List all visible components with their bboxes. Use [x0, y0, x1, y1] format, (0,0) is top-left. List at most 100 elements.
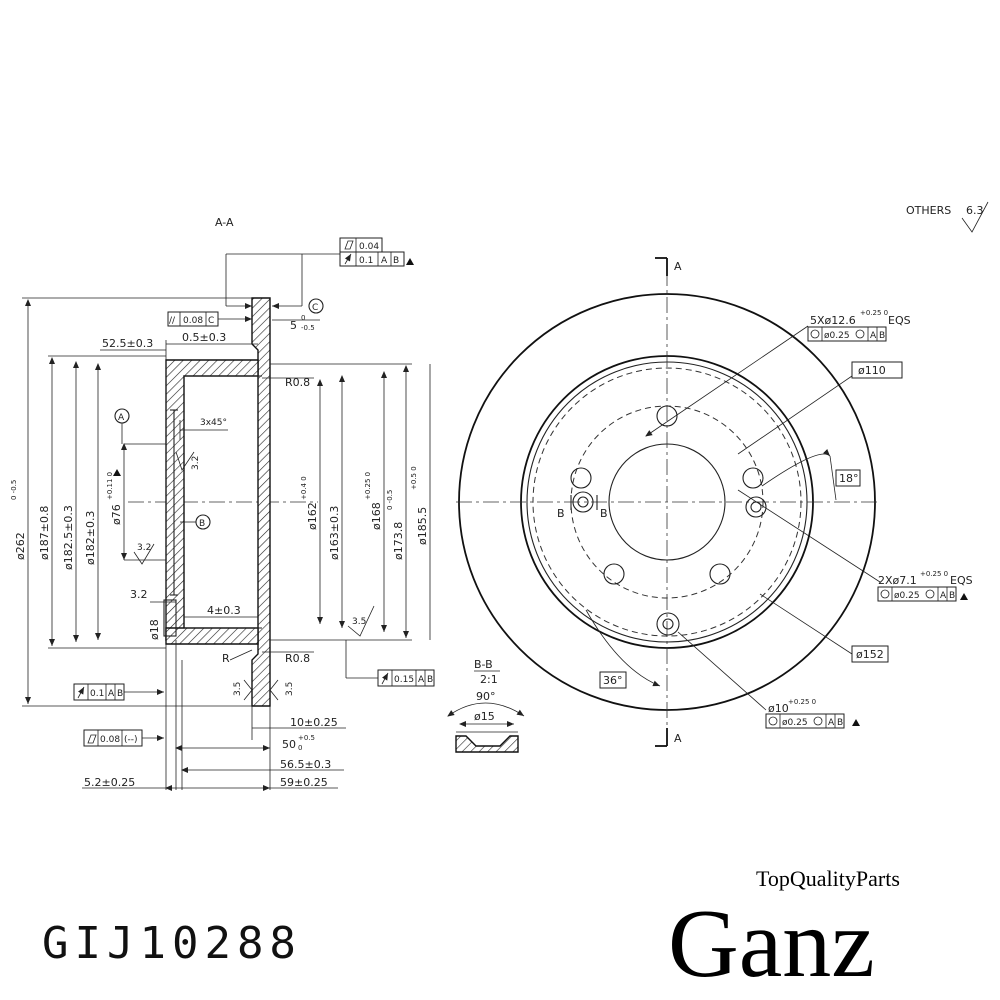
lug-hole: [656, 405, 678, 427]
hat-bottom-section: [165, 627, 259, 645]
brand-logo: Ganz: [668, 890, 875, 998]
surface-3-2-label: 3.2: [191, 456, 201, 470]
leader: [677, 631, 767, 711]
dia-185-5-tol: +0.5 0: [410, 466, 418, 490]
fcf-runout-low-value: 0.1: [90, 689, 104, 699]
critical-triangle: [113, 469, 121, 476]
fcf-runout-top-ref2: B: [393, 256, 399, 266]
position-icon: [810, 329, 820, 339]
surface-symbol: [133, 543, 155, 565]
surface-symbol: [243, 679, 253, 701]
lug-hole: [603, 563, 625, 585]
brand-tagline: TopQualityParts: [756, 866, 900, 891]
lug-hole: [709, 563, 731, 585]
datum-a-label: A: [118, 413, 125, 423]
surface-note: OTHERS 6.3: [906, 201, 989, 233]
dim-5-2-label: 5.2±0.25: [84, 776, 135, 789]
lug-holes: [570, 405, 764, 585]
dia-182-5-label: ø182.5±0.3: [62, 505, 75, 570]
r08-top-label: R0.8: [285, 376, 310, 389]
part-number: GIJ10288: [42, 918, 302, 969]
holes5-label: 5Xø12.6: [810, 314, 856, 327]
flatness-icon: [344, 240, 354, 250]
mmc-icon: [925, 589, 935, 599]
leader: [829, 455, 837, 501]
angle-18-box: [835, 469, 861, 487]
holes5-eqs: EQS: [888, 314, 911, 327]
dia-173-8-tol: 0 -0.5: [386, 490, 394, 510]
position-icon: [768, 716, 778, 726]
dowel-hole: [656, 612, 680, 636]
dia-18-label: ø18: [148, 619, 161, 640]
dia-162-tol: +0.4 0: [300, 476, 308, 500]
fcf-holes2: [877, 586, 957, 602]
holes2-label: 2Xø7.1: [878, 574, 917, 587]
dim-5-tol-low: -0.5: [301, 324, 315, 332]
dia-262-tol: 0 -0.5: [10, 480, 18, 500]
friction-ring-section: [251, 297, 271, 707]
datum-c-bubble: [308, 298, 324, 314]
dia-185-5-label: ø185.5: [416, 507, 429, 545]
angle-18-label: 18°: [839, 472, 859, 485]
dia-168-label: ø168: [370, 502, 383, 530]
detail-title: B-B: [474, 658, 493, 671]
runout-icon: [381, 672, 389, 685]
hat-wall-section: [165, 359, 259, 641]
surface-symbol: [175, 451, 195, 471]
pcd-110-box: [851, 361, 903, 379]
surface-note-text: OTHERS: [906, 204, 951, 217]
fcf-runout-right-ref: A: [418, 675, 425, 685]
dim-52-5-label: 52.5±0.3: [102, 337, 153, 350]
leader: [759, 593, 853, 655]
r08-bottom-label: R0.8: [285, 652, 310, 665]
dia-182-label: ø182±0.3: [84, 511, 97, 565]
bolt-hole-section: [163, 599, 177, 637]
dim-50-label: 50: [282, 738, 296, 751]
mmc-icon: [813, 716, 823, 726]
leader: [737, 375, 853, 455]
surface-symbol: [961, 201, 989, 233]
runout-icon: [344, 253, 352, 265]
chamfer-label: 3x45°: [200, 418, 227, 428]
surface-3-5-a-label: 3.5: [352, 617, 366, 627]
pcd-152-label: ø152: [856, 648, 884, 661]
pcd-152-box: [851, 645, 889, 663]
dim-10-label: 10±0.25: [290, 716, 338, 729]
fcf-runout-top-value: 0.1: [359, 256, 373, 266]
lug-hole: [570, 467, 592, 489]
section-title: A-A: [215, 216, 234, 229]
r-label: R: [222, 652, 230, 665]
angle-36-box: [599, 671, 627, 689]
dia-187-label: ø187±0.8: [38, 506, 51, 560]
angle-arc: [761, 448, 831, 487]
dia-168-tol: +0.25 0: [364, 472, 372, 500]
dia-173-8-label: ø173.8: [392, 522, 405, 560]
dim-5-label: 5: [290, 319, 297, 332]
fcf-flatness-value: 0.04: [359, 242, 379, 252]
holes5-tol: +0.25 0: [860, 309, 888, 317]
datum-b-label: B: [199, 519, 205, 529]
section-view: A-A: [10, 216, 435, 791]
critical-triangle: [406, 258, 414, 265]
holes5-ref: A: [870, 331, 877, 341]
critical-triangle: [852, 719, 860, 726]
hole10-tol: +0.25 0: [788, 698, 816, 706]
section-b-marker-left: B: [557, 507, 565, 520]
mmc-icon: [855, 329, 865, 339]
lug-hole: [742, 467, 764, 489]
detail-angle: 90°: [476, 690, 496, 703]
screw-hole-left-core: [577, 496, 589, 508]
leader: [737, 489, 881, 583]
angle-arc: [585, 609, 661, 687]
dia-76-label: ø76: [110, 504, 123, 525]
hole10-ref: A: [828, 718, 835, 728]
flatness-icon: [87, 734, 97, 744]
critical-triangle: [960, 593, 968, 600]
holes2-ref: A: [940, 591, 947, 601]
detail-angle-arc: [447, 702, 525, 717]
hole10-pos: ø0.25: [782, 718, 808, 728]
fcf-hole10: [765, 713, 845, 729]
holes2-tol: +0.25 0: [920, 570, 948, 578]
dim-56-5-label: 56.5±0.3: [280, 758, 331, 771]
